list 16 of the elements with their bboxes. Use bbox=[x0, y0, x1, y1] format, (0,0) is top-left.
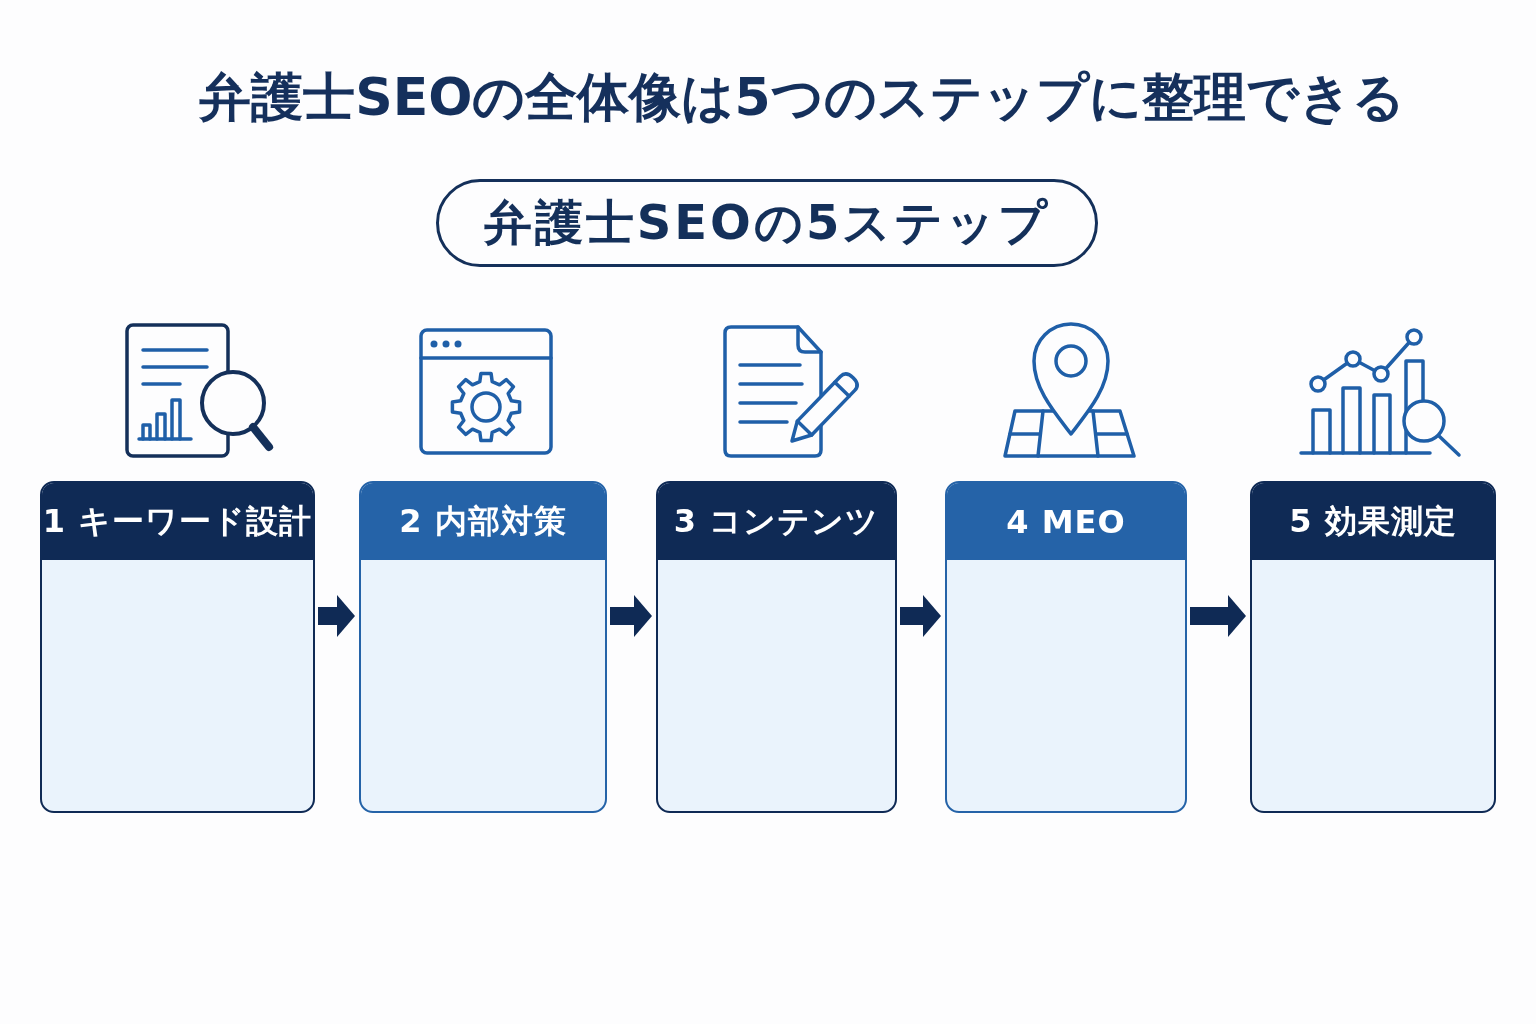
step-card bbox=[945, 481, 1187, 813]
step-header: 5 効果測定 bbox=[1252, 483, 1494, 560]
step-header: 1 キーワード設計 bbox=[42, 483, 313, 560]
step-card bbox=[40, 481, 315, 813]
arrow bbox=[900, 595, 941, 637]
step-card bbox=[656, 481, 897, 813]
arrow bbox=[318, 595, 355, 637]
arrow bbox=[610, 595, 652, 637]
step-card bbox=[359, 481, 607, 813]
step-header: 3 コンテンツ bbox=[658, 483, 895, 560]
step-header: 2 内部対策 bbox=[361, 483, 605, 560]
title: 弁護士SEOの全体像は5つのステップに整理できる bbox=[199, 66, 1405, 129]
arrow bbox=[1190, 595, 1246, 637]
step-card bbox=[1250, 481, 1496, 813]
step-header: 4 MEO bbox=[947, 483, 1185, 560]
heading-pill: 弁護士SEOの5ステップ bbox=[436, 179, 1098, 267]
